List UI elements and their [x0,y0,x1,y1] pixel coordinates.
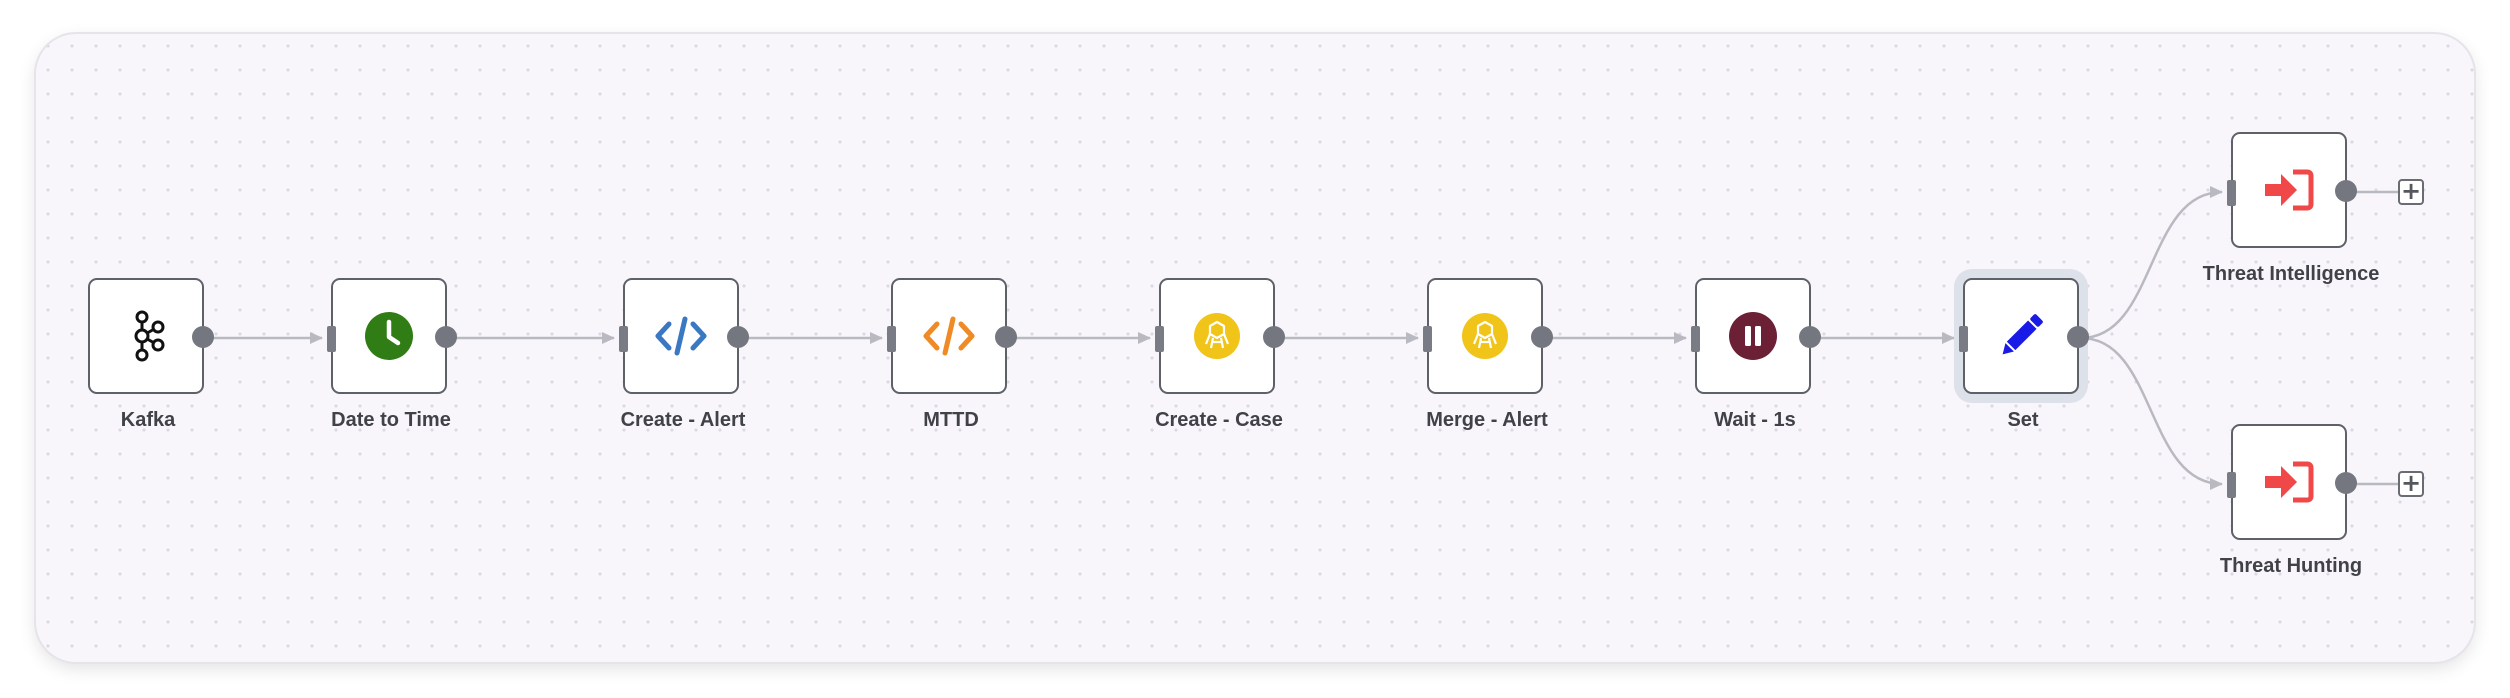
input-handle[interactable] [327,326,336,352]
output-handle[interactable] [1263,326,1285,348]
input-handle[interactable] [2227,180,2236,206]
input-handle[interactable] [619,326,628,352]
input-handle[interactable] [1423,326,1432,352]
input-handle[interactable] [1691,326,1700,352]
pause-icon [1729,312,1777,360]
node-date-to-time[interactable] [327,278,457,394]
node-create-case[interactable] [1155,278,1285,394]
node-label-date-to-time: Date to Time [331,409,451,431]
execute-workflow-icon [2265,169,2314,211]
output-handle[interactable] [2335,472,2357,494]
kafka-icon [134,310,165,362]
node-threat-intelligence[interactable] [2227,132,2357,248]
output-handle[interactable] [435,326,457,348]
node-wait-1s[interactable] [1691,278,1821,394]
thehive-bee-icon [1462,313,1508,359]
output-handle[interactable] [995,326,1017,348]
output-handle[interactable] [1799,326,1821,348]
connection-set-threathunt [2080,336,2223,490]
pencil-icon [2002,314,2043,355]
node-create-alert[interactable] [619,278,749,394]
code-icon [923,316,975,356]
node-label-merge-alert: Merge - Alert [1426,409,1548,431]
node-label-threat-hunting: Threat Hunting [2219,555,2363,577]
input-handle[interactable] [2227,472,2236,498]
node-label-create-alert: Create - Alert [620,409,746,431]
node-merge-alert[interactable] [1423,278,1553,394]
input-handle[interactable] [887,326,896,352]
output-handle[interactable] [727,326,749,348]
code-icon [655,316,707,356]
node-threat-hunting[interactable] [2227,424,2357,540]
node-kafka[interactable] [88,278,214,394]
thehive-bee-icon [1194,313,1240,359]
execute-workflow-icon [2265,461,2314,503]
output-handle[interactable] [192,326,214,348]
node-label-set: Set [2007,409,2039,431]
workflow-canvas[interactable]: Kafka Date to Time Create - Alert [36,34,2474,662]
add-node-button[interactable]: + [2398,471,2424,497]
node-label-wait-1s: Wait - 1s [1714,409,1796,431]
output-handle[interactable] [1531,326,1553,348]
clock-icon [365,312,413,360]
add-node-button[interactable]: + [2398,179,2424,205]
node-mttd[interactable] [887,278,1017,394]
node-label-kafka: Kafka [120,409,176,431]
node-label-threat-intelligence: Threat Intelligence [2202,263,2380,285]
output-handle[interactable] [2067,326,2089,348]
node-label-create-case: Create - Case [1155,409,1283,431]
output-handle[interactable] [2335,180,2357,202]
input-handle[interactable] [1155,326,1164,352]
node-set[interactable] [1959,278,2089,394]
input-handle[interactable] [1959,326,1968,352]
node-label-mttd: MTTD [923,409,979,431]
connections-layer [206,186,2398,490]
connection-set-threatintel [2080,186,2223,340]
